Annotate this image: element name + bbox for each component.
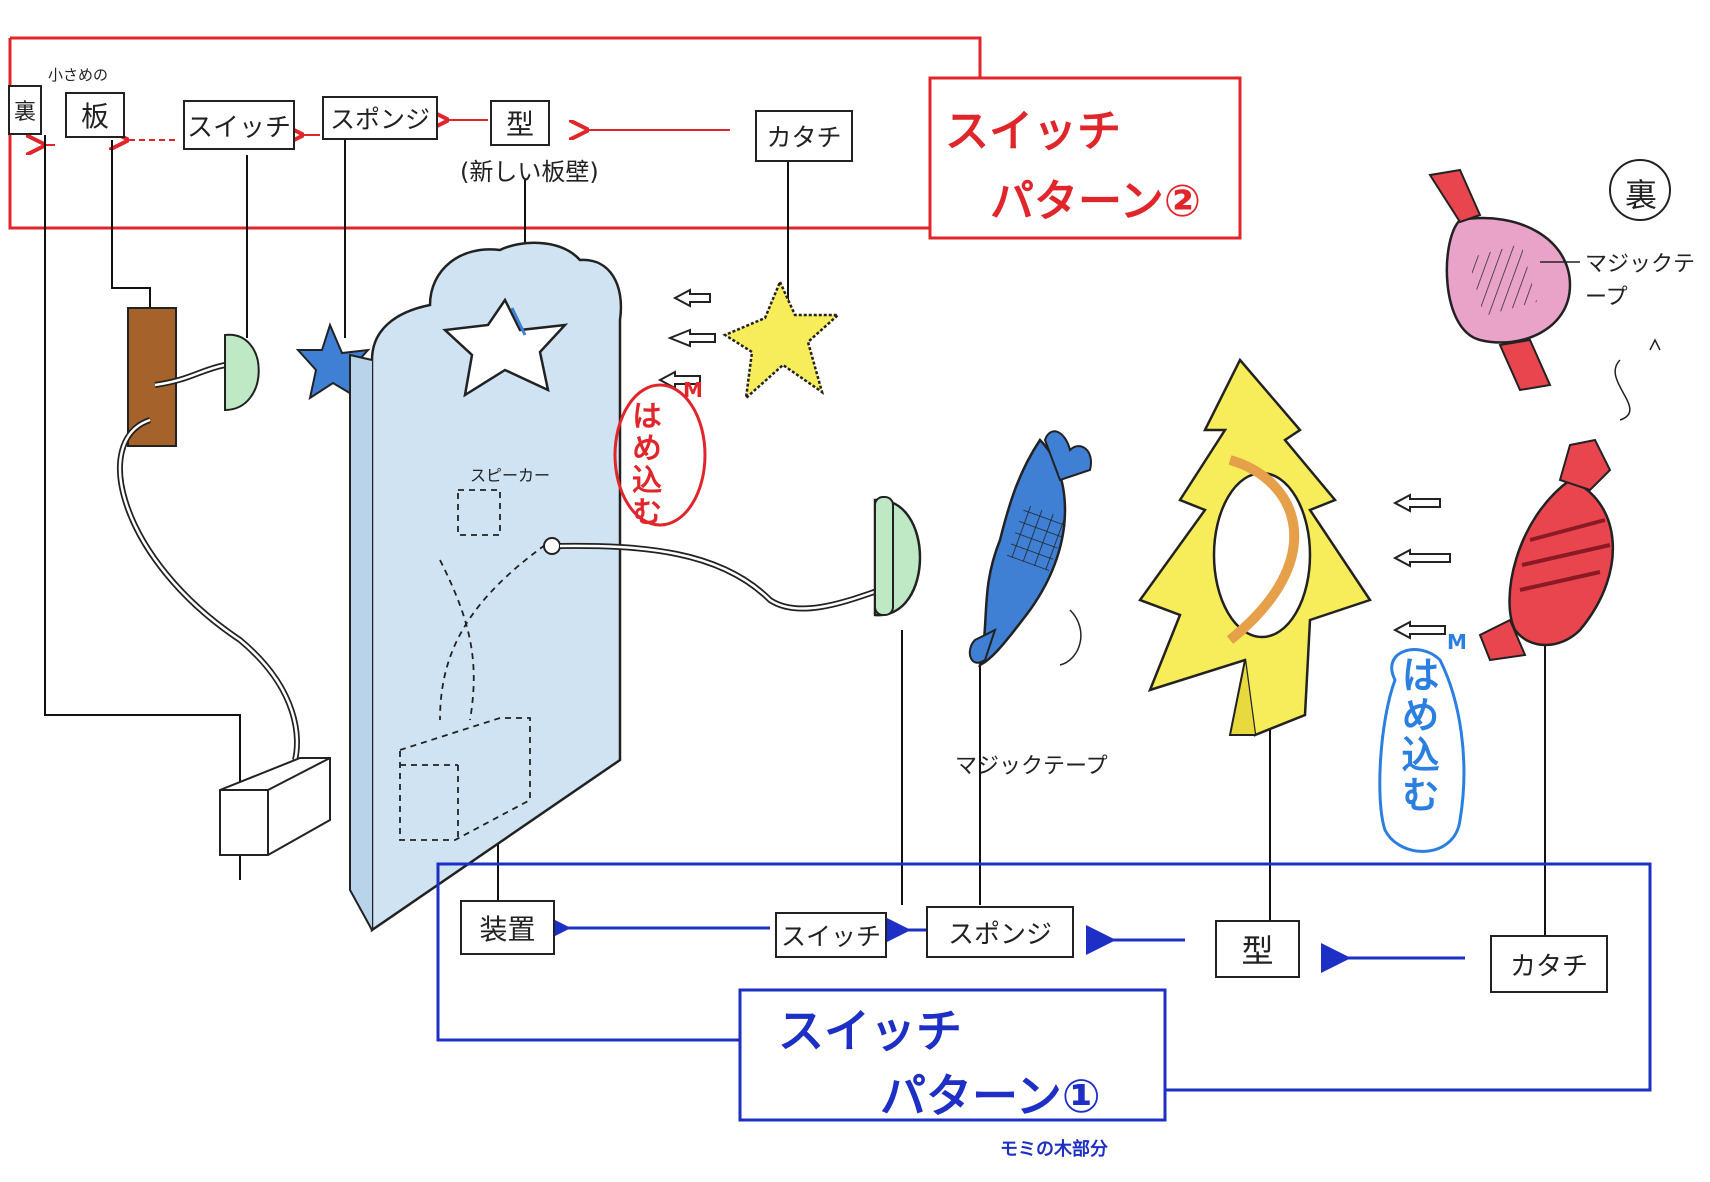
insert-arrows-bottom xyxy=(1392,493,1451,640)
hamekomu-red-m: M xyxy=(683,378,703,402)
label-kata-note: (新しい板壁) xyxy=(460,158,599,186)
label-souchi: 装置 xyxy=(460,900,555,955)
label-sponge-p1: スポンジ xyxy=(926,906,1074,958)
label-speaker: スピーカー xyxy=(470,466,551,485)
label-sponge-p2: スポンジ xyxy=(322,96,438,140)
new-board xyxy=(370,241,623,933)
pattern1-title-line1: スイッチ xyxy=(778,1004,962,1058)
device-box-left xyxy=(219,757,331,856)
pattern2-title-box xyxy=(928,76,1242,240)
hamekomu-blue-bubble xyxy=(1378,648,1466,853)
label-ura-circle: 裏 xyxy=(1625,176,1658,214)
pattern1-title-line2: パターン① xyxy=(880,1069,1101,1123)
ura-circle xyxy=(1609,159,1671,221)
switch-small xyxy=(224,333,260,412)
label-kata-p1: 型 xyxy=(1215,920,1300,978)
pattern2-title-line1: スイッチ xyxy=(945,106,1121,157)
hamekomu-blue-m: M xyxy=(1447,630,1467,654)
hamekomu-blue: はめ込む xyxy=(1395,655,1439,815)
label-ita: 板 xyxy=(65,92,125,138)
label-switch-p2: スイッチ xyxy=(183,100,295,150)
label-switch-p1: スイッチ xyxy=(775,912,887,958)
speaker-outline xyxy=(399,489,546,841)
pattern1-arrows xyxy=(541,913,1465,973)
label-kata-p2: 型 xyxy=(490,100,550,146)
insert-arrows-top xyxy=(657,288,716,390)
pattern2-arrows xyxy=(42,120,730,145)
label-magic-tape-bottom: マジックテープ xyxy=(955,754,1108,779)
pattern1-frame xyxy=(436,862,1652,1092)
kata-tree-yellow xyxy=(1138,357,1372,737)
katachi-candy-red xyxy=(1478,438,1615,662)
sponge-candy-blue xyxy=(968,430,1092,668)
pattern2-title-line2: パターン② xyxy=(990,176,1202,227)
pattern1-subtitle: モミの木部分 xyxy=(1000,1139,1108,1160)
shape-star-yellow xyxy=(722,278,842,402)
label-ura: 裏 xyxy=(8,85,42,135)
hamekomu-red-bubble xyxy=(613,383,707,527)
hamekomu-red: はめ込む xyxy=(626,400,661,528)
board-star-hole xyxy=(442,297,569,398)
label-small-note: 小さめの xyxy=(48,66,109,84)
label-katachi-p2: カタチ xyxy=(755,110,853,162)
pattern1-title-box xyxy=(738,988,1167,1122)
candy-back-pink xyxy=(1428,168,1580,392)
label-magic-tape-right: マジックテープ xyxy=(1585,252,1696,310)
label-katachi-p1: カタチ xyxy=(1490,935,1608,993)
cable-left xyxy=(117,417,300,761)
small-board xyxy=(127,307,177,447)
curl-arrow xyxy=(1614,359,1631,421)
